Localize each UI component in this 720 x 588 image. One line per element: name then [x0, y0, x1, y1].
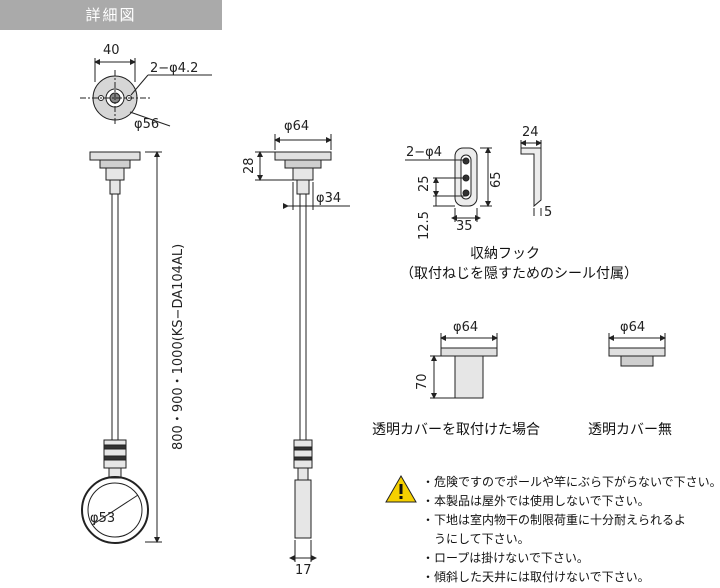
dim-base-diameter: φ56: [134, 117, 159, 132]
base-top-view: [80, 58, 212, 127]
nocover-caption: 透明カバー無: [588, 422, 672, 438]
dim-cover-height: 70: [415, 373, 430, 390]
warning-4: うにして下さい。: [422, 532, 530, 546]
dim-top-width: φ64: [284, 119, 309, 134]
hook-drawing: [405, 140, 542, 222]
pole-front-view: [255, 134, 350, 562]
dim-top-height: 28: [242, 157, 257, 174]
dim-hook-a: 25: [417, 175, 432, 192]
dim-hook-width: 35: [456, 219, 473, 234]
hook-caption: 収納フック: [470, 246, 540, 262]
warning-icon: [385, 474, 417, 503]
dim-hook-b: 12.5: [417, 211, 432, 240]
warning-3: ・下地は室内物干の制限荷重に十分耐えられるよ: [422, 512, 686, 527]
dim-hook-thickness: 5: [544, 205, 552, 220]
dim-nocover-width: φ64: [620, 320, 645, 335]
dim-ring: φ53: [90, 511, 115, 526]
pole-side-view: [81, 151, 162, 544]
dim-base-width: 40: [103, 43, 120, 58]
dim-bottom-width: 17: [295, 563, 312, 578]
dim-cover-width: φ64: [453, 320, 478, 335]
dim-hook-holes: 2−φ4: [406, 145, 442, 160]
cover-drawing: [430, 333, 666, 399]
header-bar: 詳細図: [0, 0, 222, 30]
dim-collar: φ34: [316, 191, 341, 206]
warning-5: ・ロープは掛けないで下さい。: [422, 550, 589, 565]
warning-2: ・本製品は屋外では使用しないで下さい。: [422, 493, 650, 508]
dim-hook-depth: 24: [522, 125, 539, 140]
dim-base-holes: 2−φ4.2: [150, 61, 198, 76]
dim-hook-height: 65: [489, 171, 504, 188]
hook-subcaption: （取付ねじを隠すためのシール付属）: [400, 266, 638, 282]
warning-1: ・危険ですのでポールや竿にぶら下がらないで下さい。: [422, 474, 720, 489]
warning-6: ・傾斜した天井には取付けないで下さい。: [422, 570, 650, 584]
cover-caption: 透明カバーを取付けた場合: [372, 422, 540, 438]
dim-pole-length: 800・900・1000(KS−DA104AL): [171, 244, 186, 450]
header-title: 詳細図: [85, 6, 137, 24]
